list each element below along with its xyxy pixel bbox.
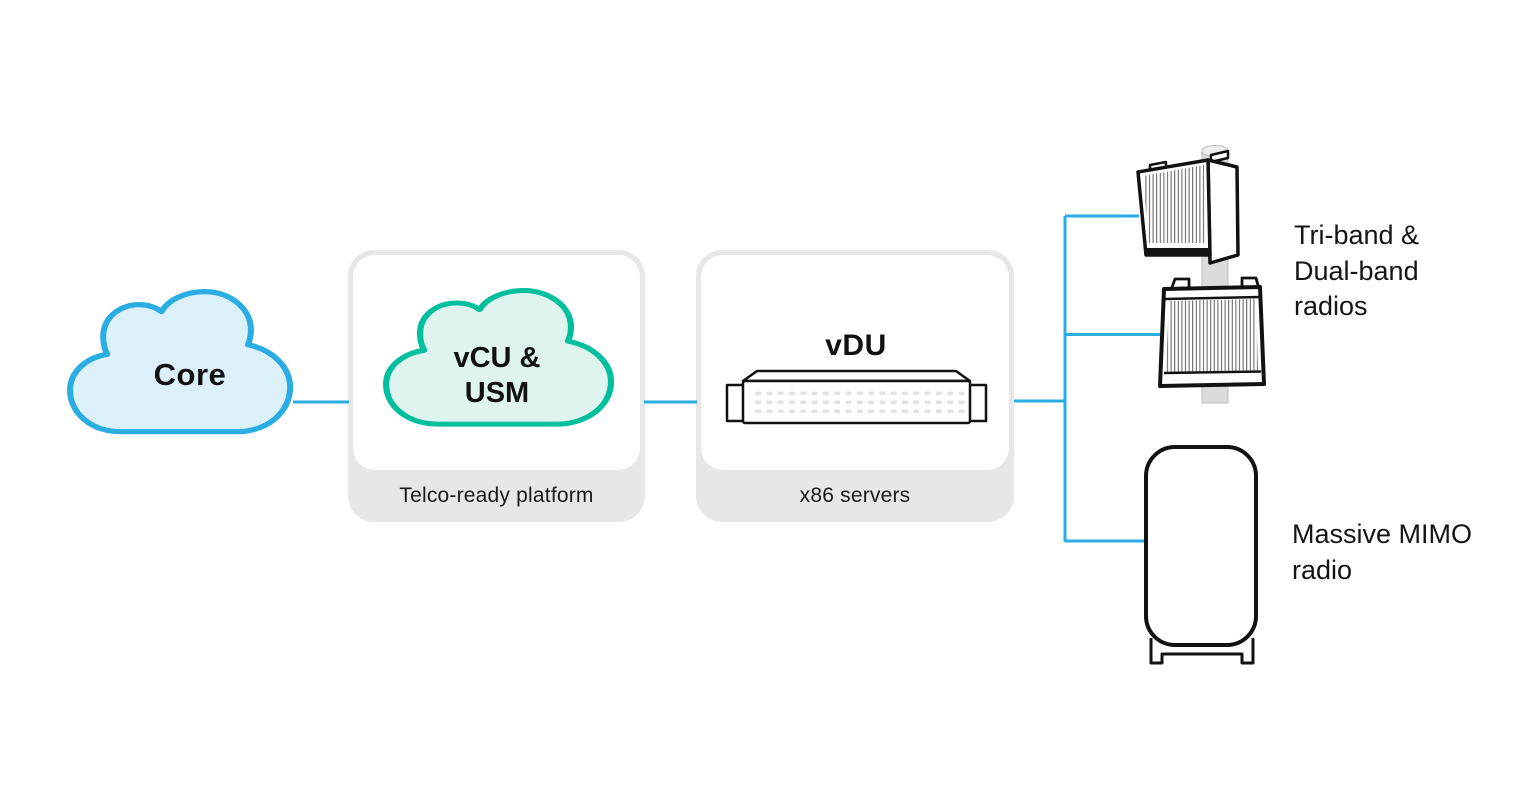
mimo-label-line-1: Massive MIMO (1292, 519, 1473, 549)
x86-servers-card-panel (701, 255, 1009, 470)
vdu-title: vDU (825, 329, 887, 362)
massive-mimo-radio-icon (1144, 445, 1258, 665)
rack-server-icon (725, 369, 988, 425)
triband-label-line-2: Dual-band (1294, 255, 1419, 286)
massive-mimo-radio-label: Massive MIMO radio (1292, 517, 1472, 588)
mimo-label-line-2: radio (1292, 554, 1353, 585)
platform-cloud-icon (383, 288, 615, 427)
triband-label-line-1: Tri-band & (1294, 220, 1420, 250)
connector-lines (293, 214, 1163, 543)
vcu-usm-line-2: USM (464, 377, 530, 409)
triband-dualband-radios-label: Tri-band & Dual-band radios (1294, 218, 1419, 325)
panel-antenna-bottom-icon (1158, 276, 1266, 388)
x86-servers-card-label: x86 servers (799, 484, 911, 507)
vcu-usm-cloud-label: vCU & USM (427, 341, 567, 411)
core-cloud-icon (67, 289, 294, 435)
core-cloud-label: Core (153, 357, 227, 392)
telco-platform-card-label: Telco-ready platform (399, 484, 594, 507)
vcu-usm-line-1: vCU & (453, 342, 541, 374)
panel-antenna-top-icon (1136, 149, 1240, 265)
triband-label-line-3: radios (1294, 291, 1368, 321)
